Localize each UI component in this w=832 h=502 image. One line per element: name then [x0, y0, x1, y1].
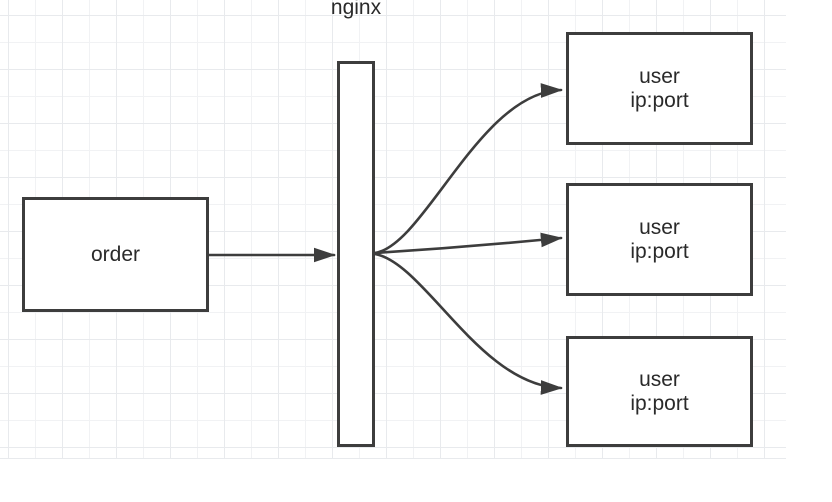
node-order[interactable]: order — [22, 197, 209, 312]
user-1-label-line1: user — [639, 64, 680, 88]
node-user-1[interactable]: user ip:port — [566, 32, 753, 145]
connector-nginx-to-user-2[interactable] — [373, 232, 563, 255]
user-2-label-line2: ip:port — [630, 239, 689, 263]
node-user-3[interactable]: user ip:port — [566, 336, 753, 447]
node-user-2[interactable]: user ip:port — [566, 183, 753, 296]
nginx-label: nginx — [330, 0, 382, 19]
connector-nginx-to-user-3[interactable] — [373, 252, 563, 395]
user-1-label-line2: ip:port — [630, 88, 689, 112]
user-2-label-line1: user — [639, 215, 680, 239]
connector-nginx-to-user-1[interactable] — [373, 83, 563, 255]
order-label: order — [90, 242, 141, 266]
node-nginx-bar[interactable] — [337, 61, 375, 447]
user-3-label-line2: ip:port — [630, 391, 689, 415]
user-3-label-line1: user — [639, 367, 680, 391]
